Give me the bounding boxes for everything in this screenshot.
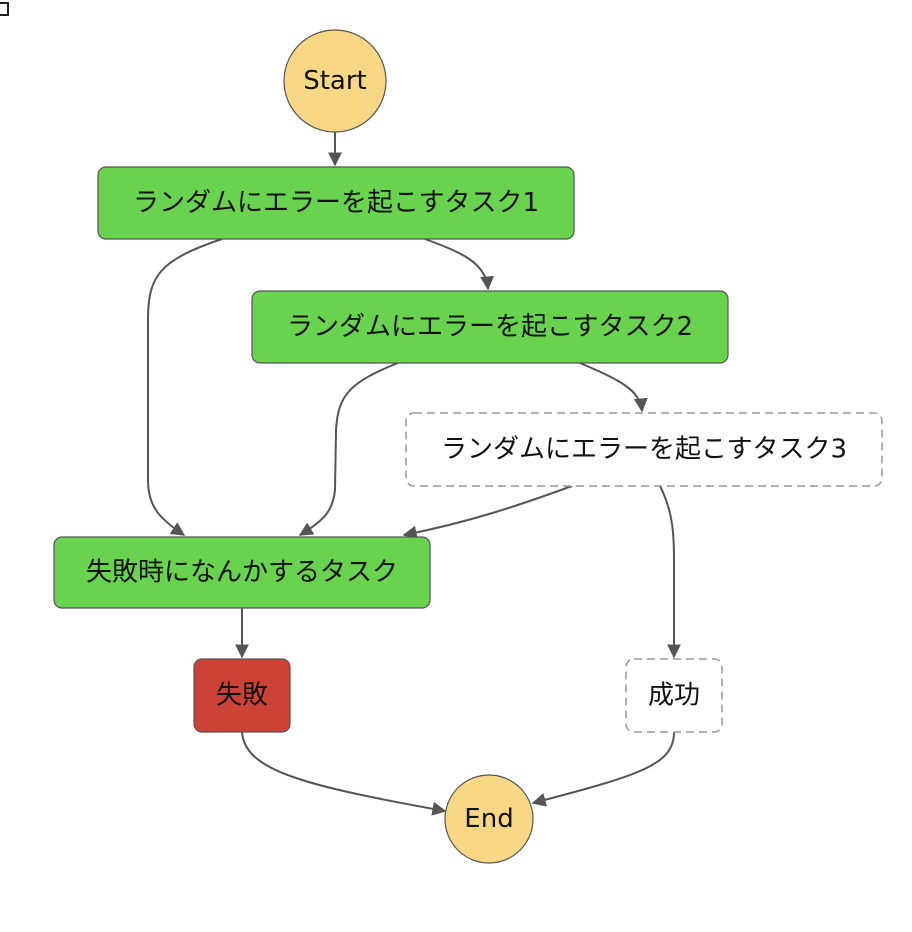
node-task2[interactable]: ランダムにエラーを起こすタスク2 — [251, 290, 729, 364]
edge-task3-to-success — [659, 485, 681, 659]
node-end[interactable]: End — [444, 774, 534, 864]
node-success[interactable]: 成功 — [625, 658, 723, 733]
node-task3-label: ランダムにエラーを起こすタスク3 — [441, 435, 847, 465]
node-success-shape[interactable] — [625, 658, 723, 733]
edge-task2-to-onfail — [298, 362, 399, 536]
node-fail-label: 失敗 — [216, 681, 268, 711]
node-task2-shape[interactable] — [251, 290, 729, 364]
edge-task1-to-onfail — [147, 238, 223, 536]
node-task1-label: ランダムにエラーを起こすタスク1 — [133, 188, 539, 218]
node-end-shape[interactable] — [444, 774, 534, 864]
node-task2-label: ランダムにエラーを起こすタスク2 — [287, 312, 693, 342]
edge-task1-to-task2 — [424, 238, 495, 291]
node-success-label: 成功 — [648, 681, 700, 711]
edge-success-to-end — [531, 731, 675, 807]
edge-task3-to-onfail — [402, 485, 573, 540]
node-fail-shape[interactable] — [193, 658, 291, 733]
node-fail[interactable]: 失敗 — [193, 658, 291, 733]
node-start[interactable]: Start — [283, 29, 387, 133]
node-task1[interactable]: ランダムにエラーを起こすタスク1 — [97, 166, 575, 240]
node-start-shape[interactable] — [283, 29, 387, 133]
node-end-label: End — [464, 804, 513, 834]
node-onfail-shape[interactable] — [53, 536, 431, 609]
node-task1-shape[interactable] — [97, 166, 575, 240]
node-task3-shape[interactable] — [405, 412, 883, 487]
node-start-label: Start — [303, 66, 367, 96]
node-onfail-label: 失敗時になんかするタスク — [86, 558, 398, 588]
edge-task2-to-task3 — [579, 362, 648, 413]
window-corner-icon — [0, 2, 9, 16]
edge-fail-to-end — [241, 731, 447, 816]
node-onfail[interactable]: 失敗時になんかするタスク — [53, 536, 431, 609]
node-task3[interactable]: ランダムにエラーを起こすタスク3 — [405, 412, 883, 487]
